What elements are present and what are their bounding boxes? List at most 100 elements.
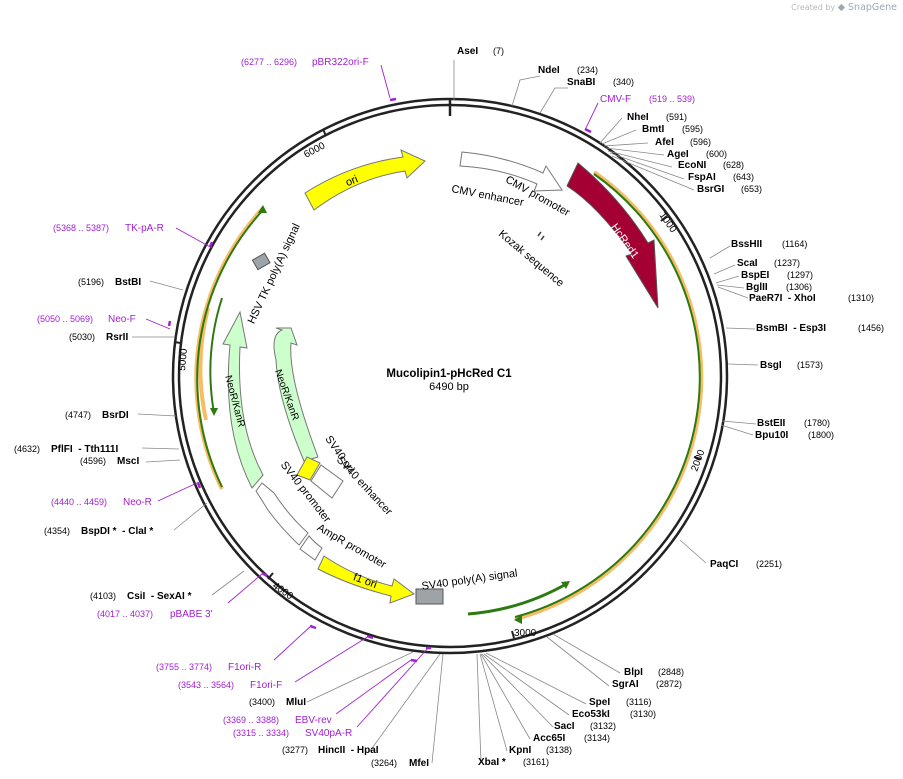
site-bsteii-pos: (1780) [804,418,830,428]
primer-tk-pa-r: TK-pA-R [125,223,164,234]
primer-neo-f-range: (5050 .. 5069) [37,314,93,324]
feature-sv40-ori[interactable] [296,456,321,481]
watermark-brand: SnapGene [848,2,897,13]
site-csii-sexai: CsiI - SexAI * [127,591,192,602]
primer-f1ori-f-range: (3543 .. 3564) [178,680,234,690]
site-bspei: BspEI [741,270,770,281]
site-bsrgi-pos: (653) [741,184,762,194]
snapgene-watermark: Created by ◆ SnapGene [791,2,897,13]
site-agei-pos: (600) [706,149,727,159]
feature-label-kozak: Kozak sequence [496,228,566,289]
site-msci: MscI [117,456,139,467]
site-kpni-pos: (3138) [546,745,572,755]
site-bglii-pos: (1306) [786,282,812,292]
primer-f1ori-r-range: (3755 .. 3774) [156,662,212,672]
site-bstbi: BstBI [115,277,141,288]
site-leader-lines [132,60,759,764]
site-rsrii: RsrII [106,332,128,343]
site-paer7i-xhoi: PaeR7I - XhoI [749,293,816,304]
site-xbai-pos: (3161) [523,757,549,767]
tick-5000: 5000 [177,348,190,372]
feature-ampr-promoter[interactable] [299,535,323,561]
plasmid-length: 6490 bp [429,381,469,393]
site-paqci: PaqCI [710,559,739,570]
site-asei-pos: (7) [493,46,504,56]
feature-hcred1[interactable] [566,162,659,309]
site-saci: SacI [554,721,575,732]
site-bsshii-pos: (1164) [782,239,807,249]
site-spei-pos: (3116) [626,697,651,707]
site-labels: AseI (7) NdeI (234) SnaBI (340) NheI (59… [14,46,884,769]
site-mlui-pos: (3400) [249,697,275,707]
orf-arc-left-inner [198,307,210,421]
site-kpni: KpnI [509,745,531,756]
site-bmti: BmtI [642,124,664,135]
site-paer7i-xhoi-pos: (1310) [848,293,874,303]
site-mfei: MfeI [409,758,429,769]
site-bspdi-clai: BspDI * - ClaI * [81,526,153,537]
site-bmti-pos: (595) [682,124,703,134]
feature-kozak [537,231,545,241]
watermark-prefix: Created by [791,3,836,12]
site-paqci-pos: (2251) [756,559,782,569]
feature-ori[interactable] [304,149,426,211]
feature-label-hsv-tk-polya: HSV TK poly(A) signal [246,222,303,326]
site-blpi-pos: (2848) [658,667,684,677]
site-snabi-pos: (340) [613,77,634,87]
primer-neo-r-range: (4440 .. 4459) [51,497,107,507]
site-mlui: MluI [286,697,306,708]
feature-sv40-polya[interactable] [415,588,444,605]
primer-pbr322ori-f: pBR322ori-F [312,57,369,68]
feature-sv40-promoter[interactable] [255,482,309,546]
site-nhei-pos: (591) [666,112,687,122]
primer-pbabe3-range: (4017 .. 4037) [97,609,153,619]
feature-cmv[interactable] [459,151,563,192]
site-spei: SpeI [589,697,610,708]
feature-neor-outer[interactable] [222,310,264,489]
site-ndei-pos: (234) [577,65,598,75]
site-bsrdi-pos: (4747) [65,410,91,420]
primer-tk-pa-r-range: (5368 .. 5387) [53,223,109,233]
primer-sv40pa-r: SV40pA-R [305,728,352,739]
site-bpu10i: Bpu10I [755,430,789,441]
tick-3000: 3000 [514,628,537,639]
feature-sv40-enhancer[interactable] [310,464,344,499]
site-scai-pos: (1237) [774,258,800,268]
tick-4000: 4000 [270,580,295,602]
site-snabi: SnaBI [567,77,596,88]
site-econi-pos: (628) [723,160,744,170]
plasmid-name: Mucolipin1-pHcRed C1 [386,368,512,380]
primer-f1ori-r: F1ori-R [228,662,261,673]
site-bstbi-pos: (5196) [78,277,104,287]
site-bsrdi: BsrDI [102,410,129,421]
feature-neor-inner[interactable] [273,327,319,462]
site-bsgi: BsgI [760,360,782,371]
backbone-outer [171,97,729,655]
site-ndei: NdeI [538,65,560,76]
feature-label-ori: ori [344,173,360,189]
feature-shapes [222,149,659,605]
site-eco53ki-pos: (3130) [630,709,656,719]
site-rsrii-pos: (5030) [69,332,95,342]
primer-marks [167,97,592,663]
feature-hsv-tk-polya[interactable] [251,252,271,271]
site-saci-pos: (3132) [590,721,616,731]
site-scai: ScaI [737,258,758,269]
feature-label-sv40-enhancer: SV40 enhancer [334,454,395,518]
site-asei: AseI [457,46,478,57]
site-pflfi-tth111i: PflFI - Tth111I [51,444,118,455]
site-eco53ki: Eco53kI [572,709,610,720]
primer-neo-f: Neo-F [108,314,136,325]
site-bsgi-pos: (1573) [797,360,823,370]
site-msci-pos: (4596) [80,456,106,466]
site-bglii: BglII [746,282,768,293]
site-bspei-pos: (1297) [787,270,813,280]
tick-6000: 6000 [302,140,327,160]
site-acc65i: Acc65I [533,733,565,744]
feature-f1-ori[interactable] [317,555,416,604]
primer-sv40pa-r-range: (3315 .. 3334) [233,728,289,738]
site-xbai: XbaI * [478,757,506,768]
site-csii-sexai-pos: (4103) [90,591,116,601]
primer-pbr322ori-f-range: (6277 .. 6296) [241,57,297,67]
